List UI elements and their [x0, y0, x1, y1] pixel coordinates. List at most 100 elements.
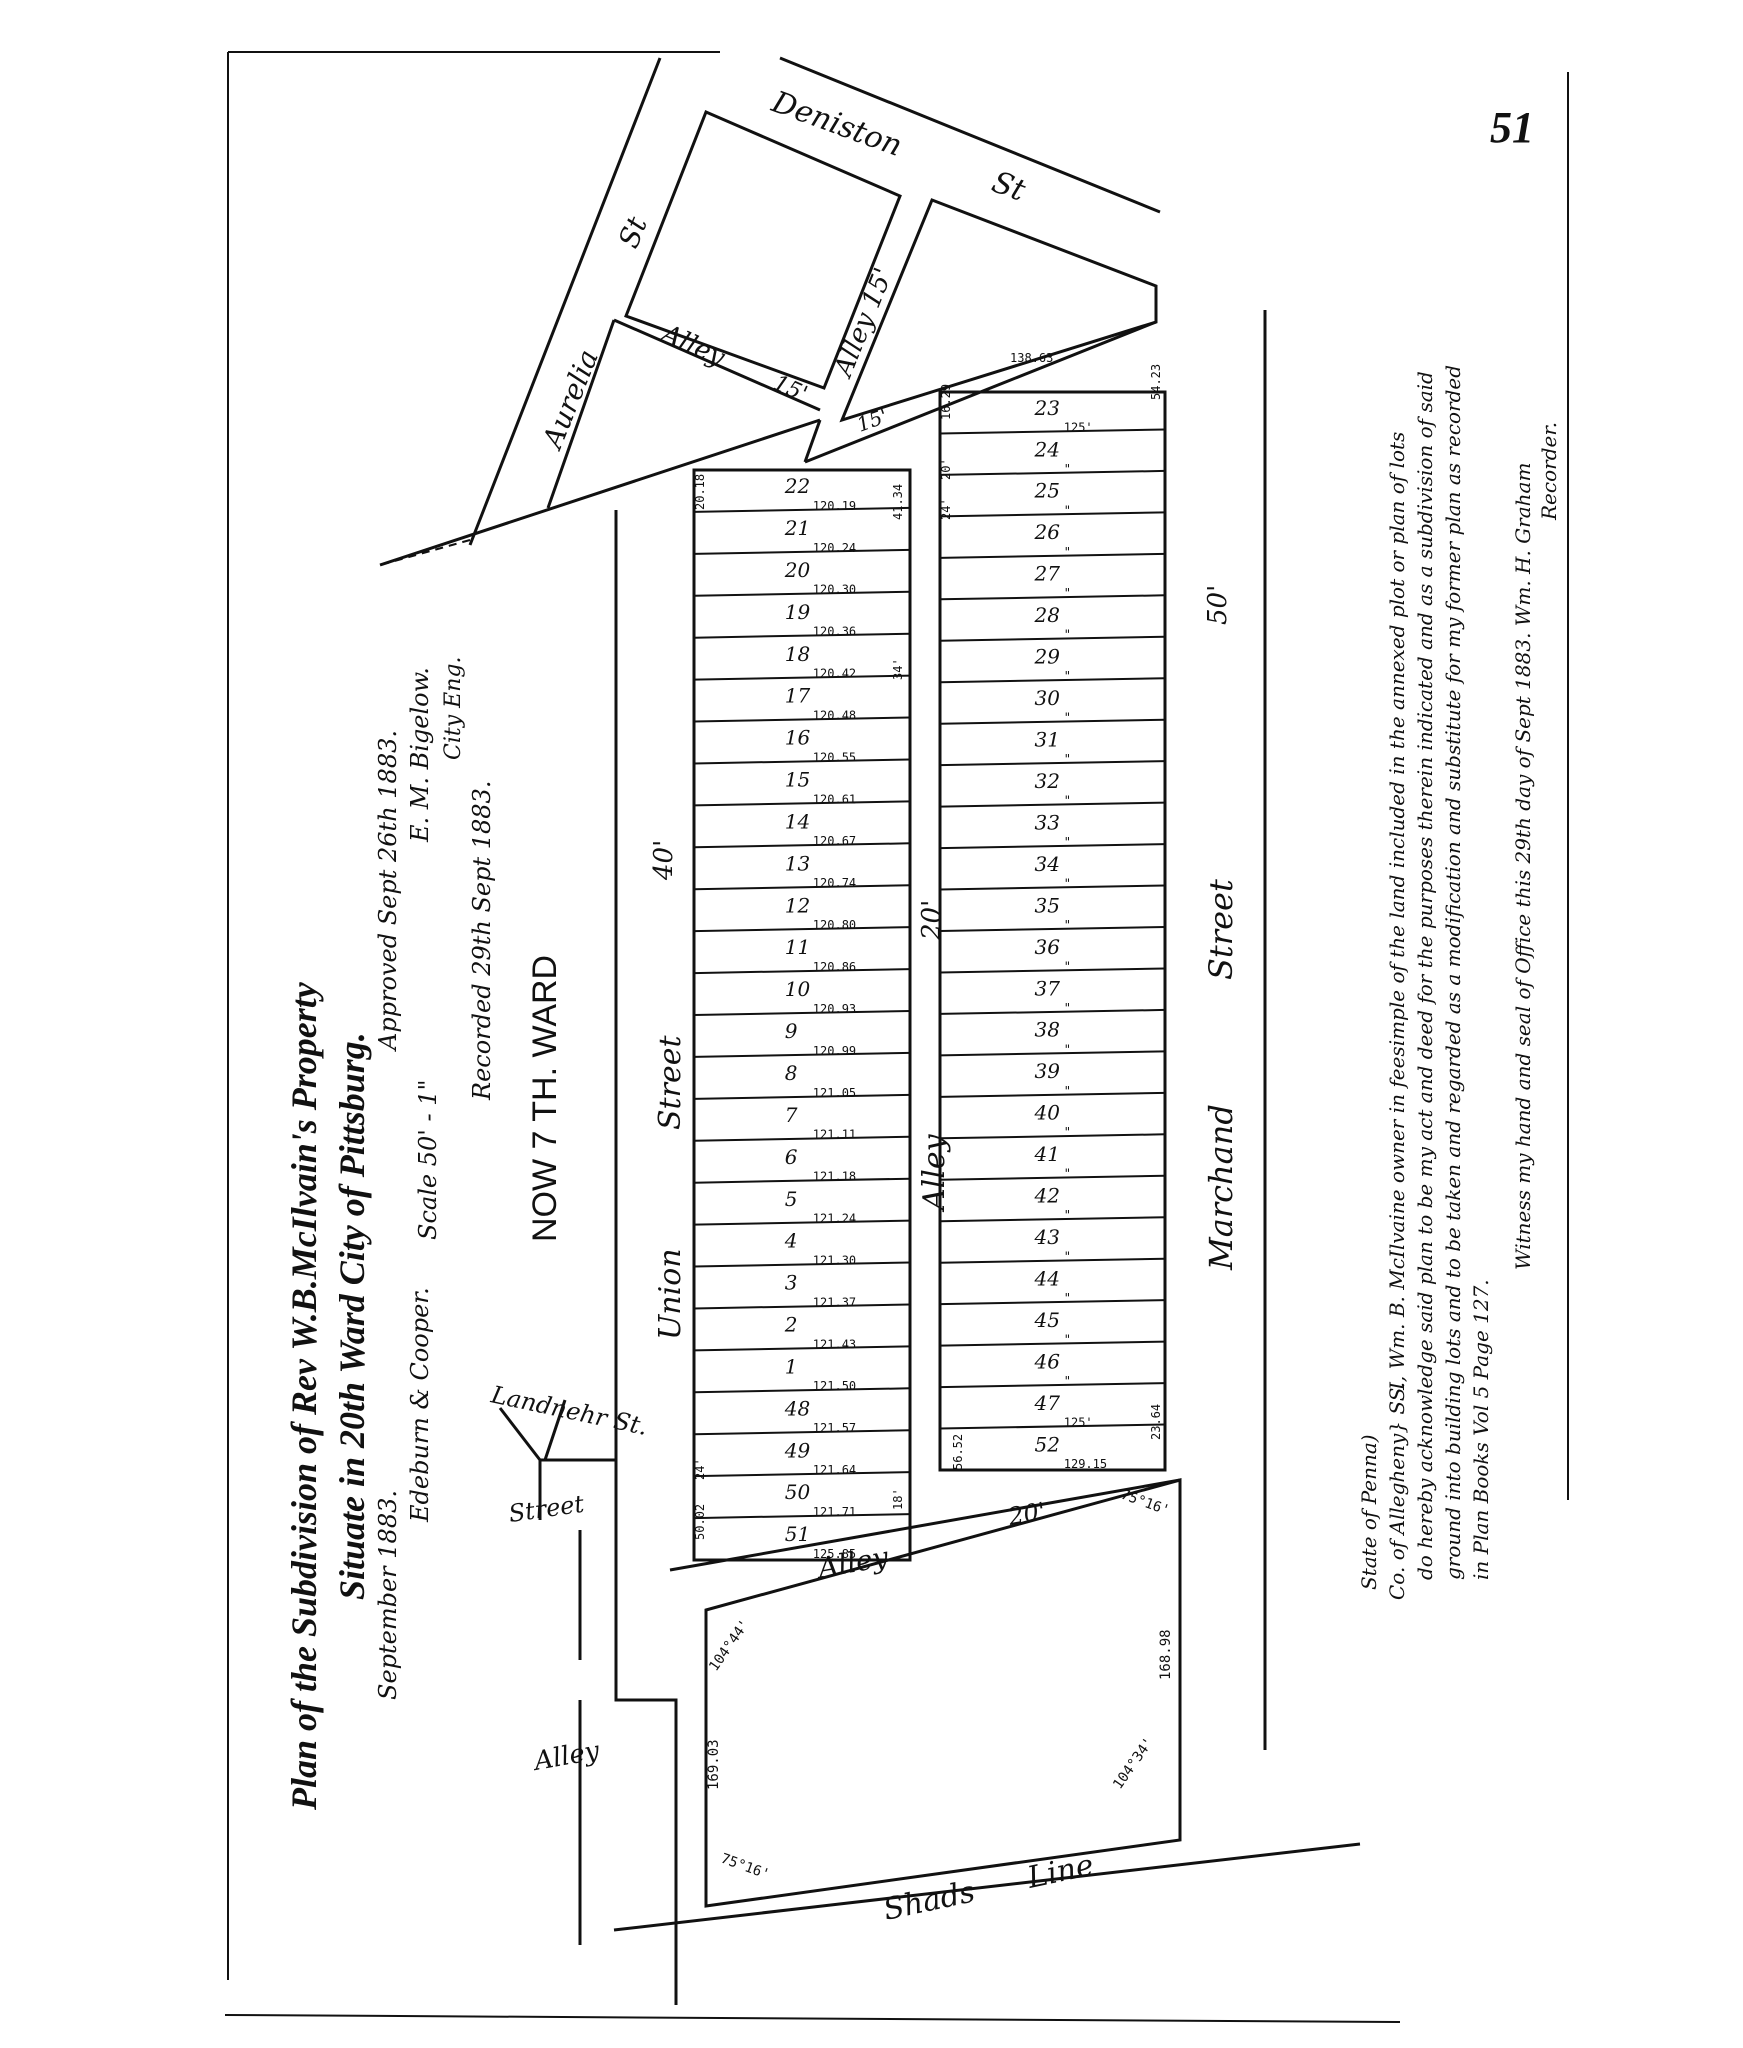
union-width: 40': [649, 840, 679, 881]
left-lot-depth: 120.55: [813, 750, 856, 764]
right-lot-depth: 125': [1064, 420, 1093, 434]
right-lot-depth: ": [1064, 628, 1071, 642]
lower-parcel: [704, 1478, 1182, 1908]
left-lot-line: [693, 1513, 911, 1520]
right-lot-line: [939, 1091, 1166, 1098]
right-lot-number: 23: [1034, 396, 1060, 420]
right-lot-depth: ": [1064, 1208, 1071, 1222]
left-frontage-24: 24': [693, 1458, 707, 1480]
right-lot-number: 28: [1034, 603, 1060, 627]
right-lot-line: [939, 469, 1166, 476]
deniston-label: Deniston: [766, 84, 906, 164]
right-lot-line: [939, 884, 1166, 891]
left-lot-line: [693, 1177, 911, 1184]
left-top-right-dim: 41.34: [891, 484, 905, 520]
big-left-dim: 169.03: [706, 1739, 722, 1790]
left-lot-depth: 120.30: [813, 583, 856, 597]
right-lot-line: [939, 1382, 1166, 1389]
page-number: 51: [1490, 103, 1534, 152]
left-lot-number: 9: [785, 1019, 798, 1043]
upper-right-block: [839, 198, 1158, 423]
left-lot-depth: 121.57: [813, 1421, 856, 1435]
cert-line4: in Plan Books Vol 5 Page 127.: [1469, 1279, 1493, 1580]
left-lot-line: [693, 1471, 911, 1478]
cert-county: Co. of Allegheny} SS.: [1385, 1382, 1409, 1600]
left-lot-depth: 120.48: [813, 708, 856, 722]
shads-line-boundary: [613, 1842, 1361, 1932]
aurelia-west-line: [468, 57, 662, 546]
shads-label: Shads: [880, 1874, 978, 1927]
right-lot-number: 38: [1035, 1018, 1060, 1042]
marchand-street-label: Street: [1202, 879, 1240, 980]
middle-alley-width: 20': [917, 900, 947, 941]
surveyors: Edeburn & Cooper.: [406, 1287, 434, 1523]
left-lot-depth: 121.24: [813, 1212, 856, 1226]
big-br-angle: 104°34': [1110, 1735, 1157, 1793]
left-lot-depth: 120.36: [813, 625, 856, 639]
aurelia-tail: [379, 418, 821, 567]
right-lot-number: 34: [1035, 852, 1060, 876]
left-side-dim: 34': [891, 658, 905, 680]
right-lot-depth: 129.15: [1064, 1457, 1107, 1471]
landlehr-line2: [543, 1399, 567, 1461]
left-lot-number: 4: [784, 1229, 798, 1253]
left-lot-depth: 121.71: [813, 1505, 856, 1519]
big-tl-angle: 104°44': [706, 1617, 753, 1675]
right-lot-depth: ": [1064, 918, 1071, 932]
left-lot-depth: 120.19: [813, 499, 856, 513]
big-right-dim: 168.98: [1158, 1629, 1174, 1680]
left-lot-line: [693, 1010, 911, 1016]
left-lot-number: 13: [785, 851, 810, 875]
right-lot-depth: ": [1064, 1001, 1071, 1015]
right-lot-number: 32: [1035, 769, 1060, 793]
left-lot-line: [693, 926, 911, 933]
right-lot-number: 39: [1035, 1059, 1061, 1083]
lot23-right-dim: 54.23: [1149, 364, 1163, 400]
right-lot-number: 42: [1034, 1184, 1060, 1208]
right-lot-number: 30: [1035, 686, 1061, 710]
shads-line-label: Line: [1023, 1848, 1096, 1896]
left-top-left-dim: 20.18: [693, 474, 707, 510]
alley-gap-width: 15': [854, 404, 891, 437]
left-lot-line: [693, 758, 911, 765]
right-lot-line: [939, 843, 1166, 850]
left-lot-line: [693, 1303, 911, 1310]
left-lot-line: [693, 1387, 911, 1394]
left-lot-number: 16: [785, 726, 811, 750]
landlehr-line: [498, 1407, 542, 1461]
left-lot-depth: 120.61: [813, 792, 856, 806]
left-lot-number: 11: [785, 935, 810, 959]
right-lot-depth: ": [1064, 835, 1071, 849]
lot51-left-dim: 50.02: [693, 1504, 707, 1540]
right-lot-number: 37: [1035, 976, 1061, 1000]
left-lot-line: [693, 548, 911, 555]
left-lot-number: 15: [785, 768, 810, 792]
left-lot-line: [693, 716, 911, 723]
deniston-st-label: St: [987, 165, 1030, 209]
aurelia-label: Aurelia: [535, 345, 605, 455]
cert-witness: Witness my hand and seal of Office this …: [1511, 463, 1535, 1270]
right-lot-depth: ": [1064, 1125, 1071, 1139]
big-tr-angle: 75°16': [1119, 1487, 1172, 1519]
left-lot-tier: 22120.1921120.2420120.3019120.3618120.42…: [692, 351, 1163, 1562]
right-lot-depth: 125': [1064, 1415, 1093, 1429]
left-lot-line: [693, 506, 911, 513]
right-lot-line: [939, 926, 1166, 932]
right-lot-depth: ": [1064, 1374, 1071, 1388]
engineer: E. M. Bigelow.: [406, 667, 434, 843]
left-lot-number: 49: [784, 1438, 811, 1462]
lower-alley-line: [669, 1478, 1181, 1572]
left-lot-line: [693, 1261, 911, 1268]
right-lot-number: 35: [1035, 893, 1060, 917]
right-lot-number: 24: [1034, 437, 1060, 461]
right-lot-number: 29: [1034, 645, 1061, 669]
right-lot-line: [939, 1340, 1166, 1347]
right-lot-line: [939, 677, 1166, 684]
left-lot-line: [693, 1135, 911, 1142]
right-lot-line: [939, 718, 1166, 725]
left-lot-depth: 121.11: [813, 1128, 856, 1142]
title-line2: Situate in 20th Ward City of Pittsburg.: [332, 1032, 372, 1600]
right-lot-line: [939, 1174, 1166, 1181]
left-lot-line: [693, 884, 911, 891]
right-lot-line: [939, 760, 1166, 767]
